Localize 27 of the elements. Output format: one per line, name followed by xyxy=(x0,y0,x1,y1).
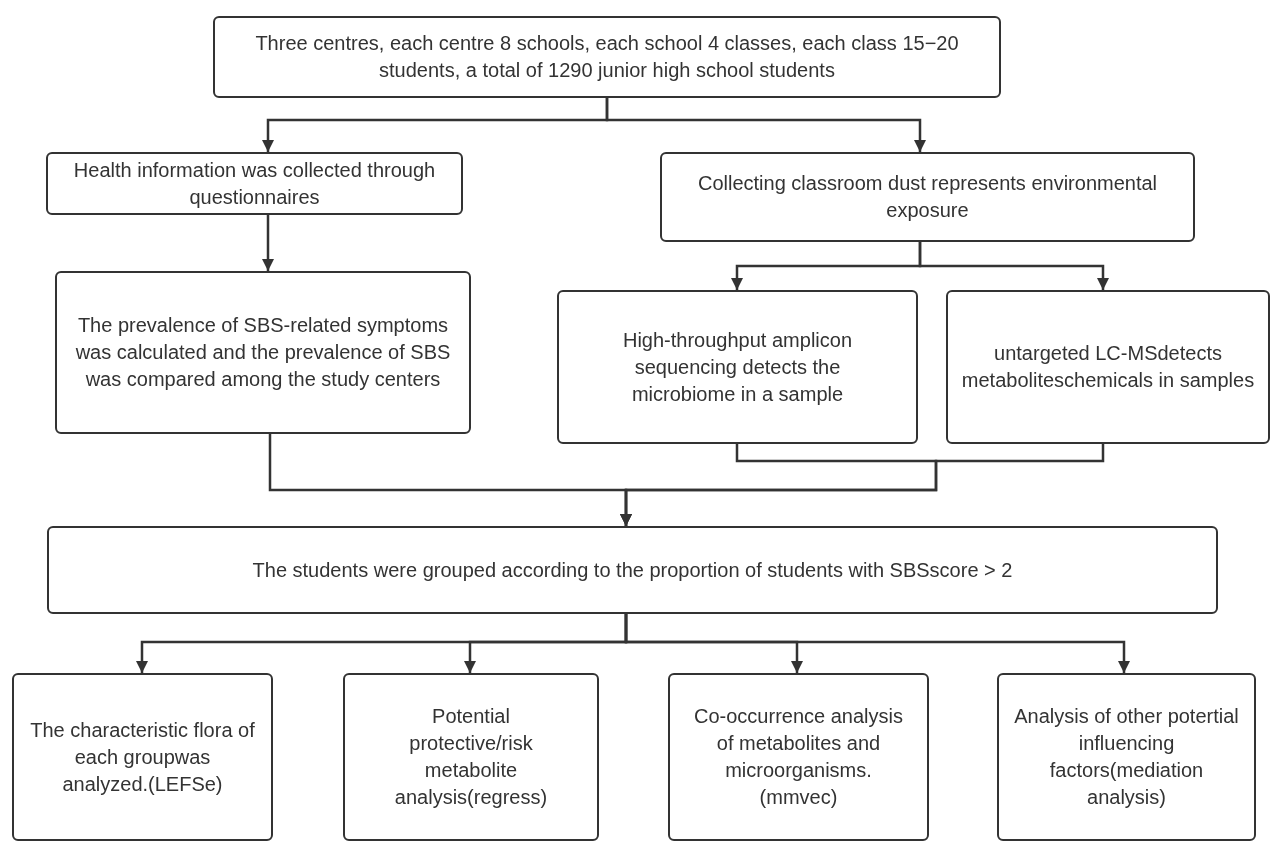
box-text: Three centres, each centre 8 schools, each school 4 classes, each class 15−20 students, a total of 1290 junior high school students xyxy=(254,31,960,83)
process-box xyxy=(668,673,929,841)
box-text: untargeted LC-MSdetects metaboliteschemicals in samples xyxy=(960,341,1256,393)
process-box xyxy=(47,526,1218,614)
box-text: Co-occurrence analysis of metabolites and microorganisms.(mmvec) xyxy=(694,704,903,810)
arrow xyxy=(605,98,927,152)
process-box xyxy=(12,673,273,841)
process-box xyxy=(557,290,918,444)
box-text: Potential protective/risk metabolite analysis(regress) xyxy=(393,704,549,810)
process-box xyxy=(46,152,463,215)
arrow xyxy=(261,215,275,271)
process-box xyxy=(343,673,599,841)
box-text: Health information was collected through questionnaires xyxy=(72,157,437,210)
process-box xyxy=(997,673,1256,841)
process-box xyxy=(213,16,1001,98)
process-box xyxy=(660,152,1195,242)
box-text: Analysis of other potertial influencing factors(mediation analysis) xyxy=(1013,704,1240,810)
box-text: The students were grouped according to the proportion of students with SBSscore > 2 xyxy=(252,557,1013,583)
box-text: The prevalence of SBS-related symptoms was calculated and the prevalence of SBS was compared among the study centers xyxy=(74,313,452,392)
arrow xyxy=(619,444,1105,526)
process-box xyxy=(55,271,471,434)
box-text: Collecting classroom dust represents environmental exposure xyxy=(696,171,1159,223)
arrow xyxy=(918,242,1110,290)
box-text: High-throughput amplicon sequencing detects the microbiome in a sample xyxy=(622,327,853,407)
box-text: The characteristic flora of each groupwas analyzed.(LEFSe) xyxy=(30,717,255,797)
process-box xyxy=(946,290,1270,444)
arrow xyxy=(624,614,1131,673)
